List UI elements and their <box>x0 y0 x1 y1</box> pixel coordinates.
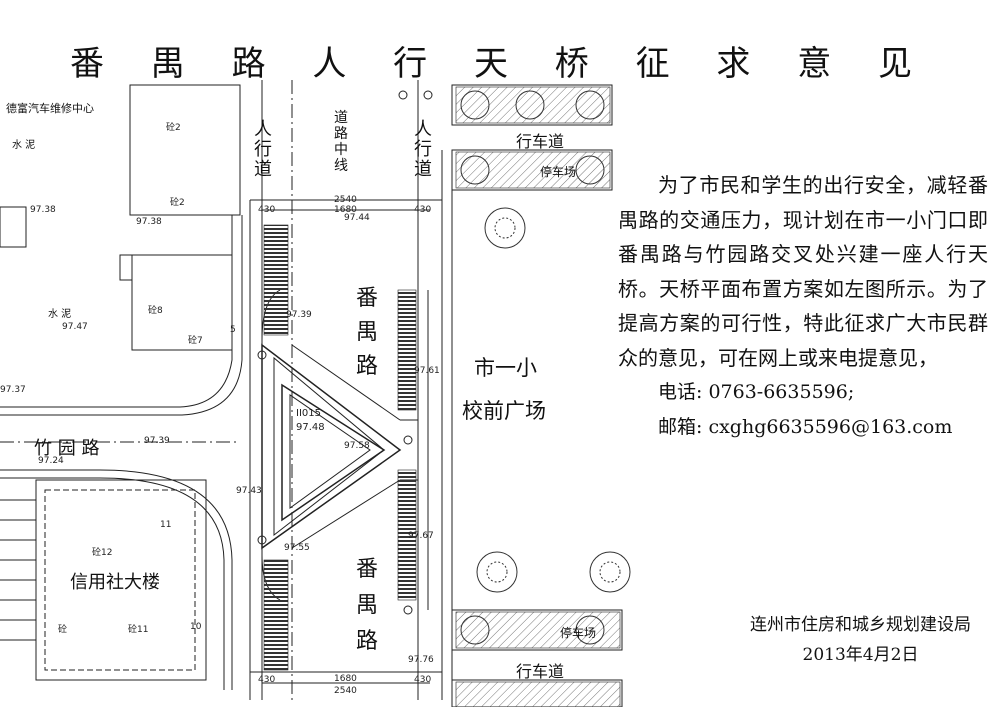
tree-symbols <box>460 90 631 645</box>
curb-south-west <box>0 469 233 690</box>
dimension-label: 430 <box>258 675 276 685</box>
elevation-label: 97.47 <box>62 322 88 332</box>
number-label: 11 <box>160 520 172 530</box>
sidewalk-label-right: 人行道 <box>414 119 432 180</box>
building-label: 砼12 <box>92 548 113 558</box>
issuing-organization: 连州市住房和城乡规划建设局 <box>750 615 971 635</box>
elevation-label: 97.39 <box>144 436 170 446</box>
building-label: 砼2 <box>170 198 185 208</box>
dimension-label: 430 <box>414 675 432 685</box>
phone-line: 电话: 0763-6635596; <box>658 381 855 403</box>
elevation-label: 97.43 <box>236 486 262 496</box>
dimension-label: 2540 <box>334 686 357 696</box>
bridge-inner <box>281 383 386 522</box>
garage-block <box>129 84 241 216</box>
stairs-right <box>397 289 417 601</box>
elevation-label: 97.39 <box>286 310 312 320</box>
curb-north-west <box>0 215 233 408</box>
carriageway-label-bottom: 行车道 <box>516 662 565 681</box>
signature-block: 连州市住房和城乡规划建设局 2013年4月2日 <box>728 610 993 670</box>
building-label: 砼2 <box>166 123 181 133</box>
bridge-outer <box>261 343 402 550</box>
page-title: 番 禺 路 人 行 天 桥 征 求 意 见 <box>69 44 931 84</box>
building-label: 砼11 <box>128 625 149 635</box>
road-name-lower: 番禺路 <box>355 557 378 654</box>
number-label: 10 <box>190 622 202 632</box>
site-plan-drawing <box>0 80 631 707</box>
stairs-left <box>263 224 289 671</box>
building-label: 砼8 <box>148 306 163 316</box>
building-label: 砼7 <box>188 336 203 346</box>
elevation-label: 97.48 <box>296 422 325 433</box>
building-8 <box>131 254 233 351</box>
bank-building-label: 信用社大楼 <box>70 572 160 593</box>
parking-label-top: 停车场 <box>540 165 577 179</box>
dimension-label: 1680 <box>334 674 357 684</box>
dimension-label: 430 <box>414 205 432 215</box>
elevation-label: 97.55 <box>284 543 310 553</box>
cement-label: 水 泥 <box>48 309 72 320</box>
road-centerline-label: 道路中线 <box>334 110 348 174</box>
number-label: 5 <box>230 325 236 335</box>
elevation-label: 97.76 <box>408 655 434 665</box>
email-line: 邮箱: cxghg6635596@163.com <box>658 415 953 438</box>
carriageway-label-top: 行车道 <box>516 132 565 151</box>
plaza-label-line2: 校前广场 <box>462 399 546 423</box>
sidewalk-label-left: 人行道 <box>254 119 272 180</box>
elevation-label: 97.67 <box>408 531 434 541</box>
dimension-label: 1680 <box>334 205 357 215</box>
elevation-label: 97.24 <box>38 456 64 466</box>
elevation-label: 97.38 <box>136 217 162 227</box>
issue-date: 2013年4月2日 <box>802 645 919 665</box>
cross-road-label: 竹 园 路 <box>34 438 100 459</box>
parking-label-bottom: 停车场 <box>560 626 597 640</box>
dimension-label: 2540 <box>334 195 357 205</box>
road-name-upper: 番禺路 <box>355 286 378 379</box>
dimension-label: 430 <box>258 205 276 215</box>
bridge-code-label: II015 <box>296 408 321 419</box>
notice-paragraph: 为了市民和学生的出行安全，减轻番禺路的交通压力，现计划在市一小门口即番禺路与竹园… <box>618 173 988 370</box>
elevation-label: 97.37 <box>0 385 26 395</box>
building-7 <box>119 254 133 281</box>
elevation-label: 97.58 <box>344 441 370 451</box>
elevation-label: 97.61 <box>414 366 440 376</box>
garage-label: 德富汽车维修中心 <box>6 102 94 115</box>
plaza-label-line1: 市一小 <box>474 356 537 380</box>
building-label: 砼 <box>58 625 68 635</box>
notice-text-block: 为了市民和学生的出行安全，减轻番禺路的交通压力，现计划在市一小门口即番禺路与竹园… <box>618 168 988 444</box>
elevation-label: 97.44 <box>344 213 370 223</box>
elevation-label: 97.38 <box>30 205 56 215</box>
cement-label: 水 泥 <box>12 140 36 151</box>
